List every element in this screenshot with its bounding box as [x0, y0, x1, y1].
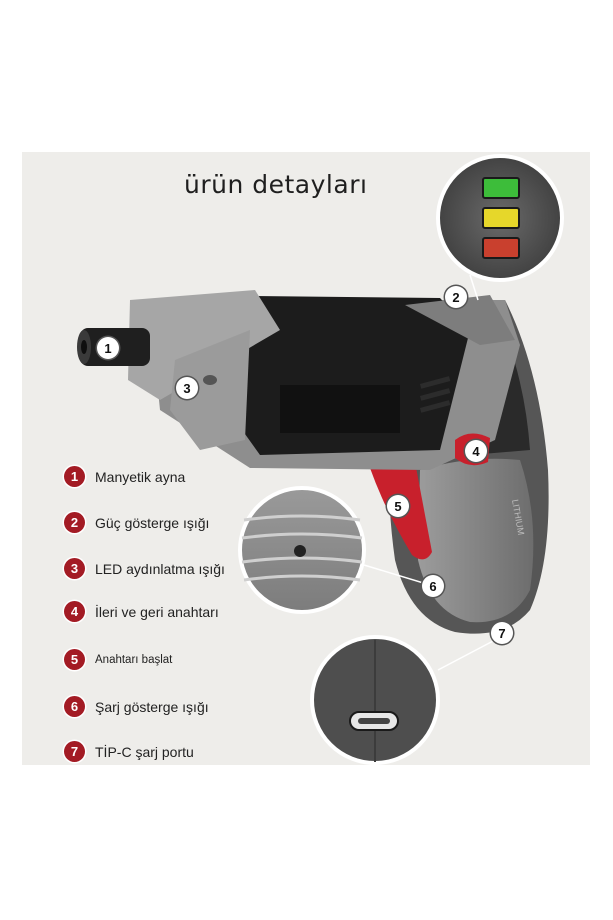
- page-title: ürün detayları: [184, 170, 368, 199]
- legend-label: Manyetik ayna: [95, 468, 186, 485]
- legend-label: Güç gösterge ışığı: [95, 514, 210, 531]
- legend-item: 3 LED aydınlatma ışığı: [64, 558, 225, 579]
- legend-item: 6 Şarj gösterge ışığı: [64, 696, 209, 717]
- callout-3: 3: [176, 377, 198, 399]
- legend-label: İleri ve geri anahtarı: [95, 603, 219, 620]
- legend-number: 7: [64, 741, 85, 762]
- charge-indicator-inset: [238, 486, 431, 614]
- legend-item: 7 TİP-C şarj portu: [64, 741, 194, 762]
- legend-number: 2: [64, 512, 85, 533]
- legend-label: LED aydınlatma ışığı: [95, 560, 225, 577]
- callout-6: 6: [422, 575, 444, 597]
- legend-number: 6: [64, 696, 85, 717]
- callout-4: 4: [465, 440, 487, 462]
- legend-number: 3: [64, 558, 85, 579]
- callout-5: 5: [387, 495, 409, 517]
- usb-c-port-inset: [310, 635, 496, 765]
- legend-label: Anahtarı başlat: [95, 653, 173, 666]
- legend-item: 2 Güç gösterge ışığı: [64, 512, 209, 533]
- led-indicator-inset: [436, 154, 564, 301]
- legend-item: 1 Manyetik ayna: [64, 466, 185, 487]
- legend-number: 4: [64, 601, 85, 622]
- body: [128, 290, 520, 470]
- legend-label: TİP-C şarj portu: [95, 743, 194, 760]
- callout-7: 7: [491, 622, 513, 644]
- callout-2: 2: [445, 286, 467, 308]
- legend-item: 4 İleri ve geri anahtarı: [64, 601, 219, 622]
- callout-1: 1: [97, 337, 119, 359]
- legend-item: 5 Anahtarı başlat: [64, 649, 172, 670]
- legend-label: Şarj gösterge ışığı: [95, 698, 209, 715]
- legend-number: 1: [64, 466, 85, 487]
- legend-number: 5: [64, 649, 85, 670]
